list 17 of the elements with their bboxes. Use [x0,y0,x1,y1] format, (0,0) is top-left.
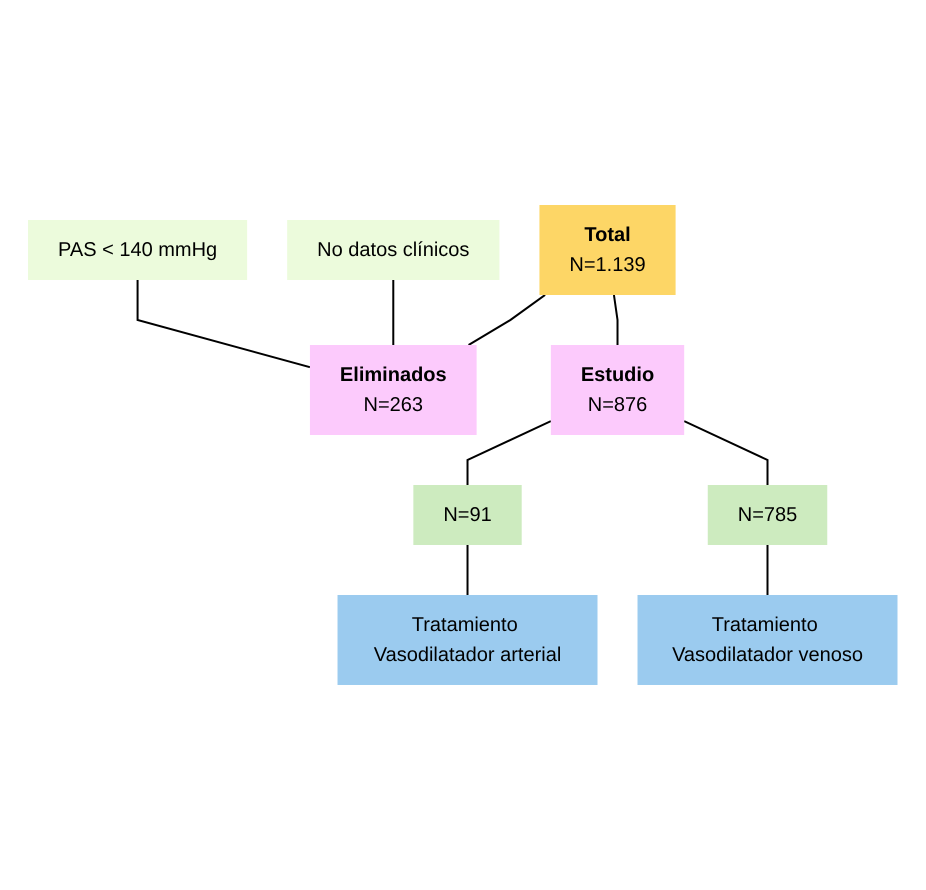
connector [613,294,619,345]
node-box: Tratamiento Vasodilatador venoso [638,594,898,685]
node-box: Eliminados N=263 [310,345,477,435]
node-box: Total N=1.139 [540,205,676,295]
connector [466,420,552,485]
node-box: Tratamiento Vasodilatador arterial [338,594,598,685]
node-box: PAS < 140 mmHg [28,220,248,280]
connector [766,545,769,595]
connector [468,294,546,346]
node-box: N=91 [414,485,522,545]
node-box: Estudio N=876 [551,345,684,435]
connector [136,280,310,368]
node-box: No datos clínicos [287,220,500,280]
connector [466,545,469,595]
node-box: N=785 [708,485,828,545]
connector [684,420,769,485]
connector [392,280,395,345]
